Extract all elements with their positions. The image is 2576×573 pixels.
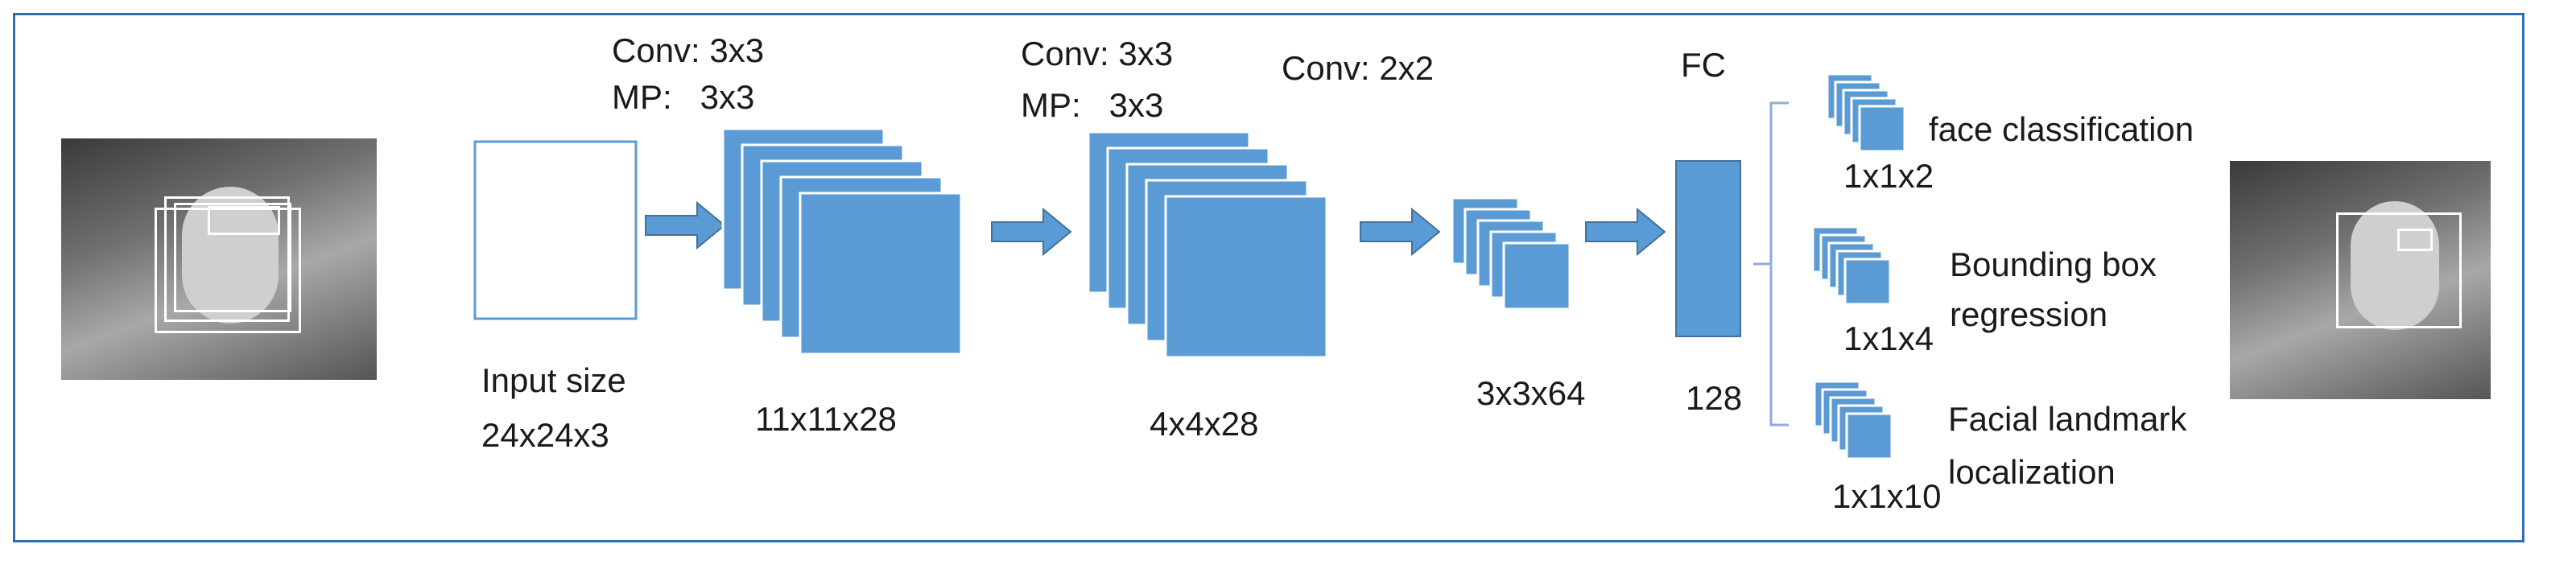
output3-name-label-2: localization <box>1948 453 2116 491</box>
detection-box <box>164 196 290 322</box>
mp2-label: MP: 3x3 <box>1021 86 1164 124</box>
detection-box <box>155 208 301 333</box>
output2-slice <box>1843 258 1892 306</box>
layer1-dims-label: 11x11x28 <box>755 400 897 438</box>
layer3-dims-label: 3x3x64 <box>1476 374 1586 412</box>
output1-name-label: face classification <box>1929 110 2194 148</box>
fc-dims-label: 128 <box>1686 379 1743 417</box>
input-size-label: Input size <box>481 361 626 399</box>
conv1-label: Conv: 3x3 <box>612 31 765 69</box>
output-face-photo <box>2230 161 2491 399</box>
output1-slice <box>1858 105 1906 153</box>
input-square <box>473 140 638 320</box>
diagram-frame <box>13 13 2524 542</box>
detection-box <box>208 206 280 235</box>
conv2-label: Conv: 3x3 <box>1021 35 1174 72</box>
layer2-slice <box>1164 195 1328 359</box>
input-dims-label: 24x24x3 <box>481 416 609 454</box>
landmark-box <box>2397 229 2433 251</box>
mp1-label: MP: 3x3 <box>612 78 755 116</box>
layer3-slice <box>1502 241 1571 311</box>
output2-name-label: Bounding box <box>1950 245 2157 283</box>
detection-box <box>174 203 291 312</box>
output2-dims-label: 1x1x4 <box>1843 319 1934 357</box>
arrow-2 <box>991 207 1072 257</box>
fc-label: FC <box>1681 46 1726 84</box>
face-bounding-box <box>2336 212 2462 328</box>
arrow-1 <box>645 200 726 250</box>
arrow-4 <box>1585 207 1666 257</box>
fc-block <box>1675 160 1741 337</box>
face-shape <box>2351 201 2439 330</box>
layer1-slice <box>799 192 963 356</box>
layer2-dims-label: 4x4x28 <box>1150 405 1259 443</box>
output3-dims-label: 1x1x10 <box>1832 477 1942 515</box>
conv3-label: Conv: 2x2 <box>1282 49 1435 87</box>
output2-name-label-2: regression <box>1950 295 2108 333</box>
arrow-3 <box>1360 207 1441 257</box>
output3-name-label: Facial landmark <box>1948 400 2187 438</box>
output1-dims-label: 1x1x2 <box>1843 157 1934 195</box>
output-bracket <box>1753 101 1789 427</box>
input-face-photo <box>61 138 377 380</box>
output3-slice <box>1845 412 1893 460</box>
